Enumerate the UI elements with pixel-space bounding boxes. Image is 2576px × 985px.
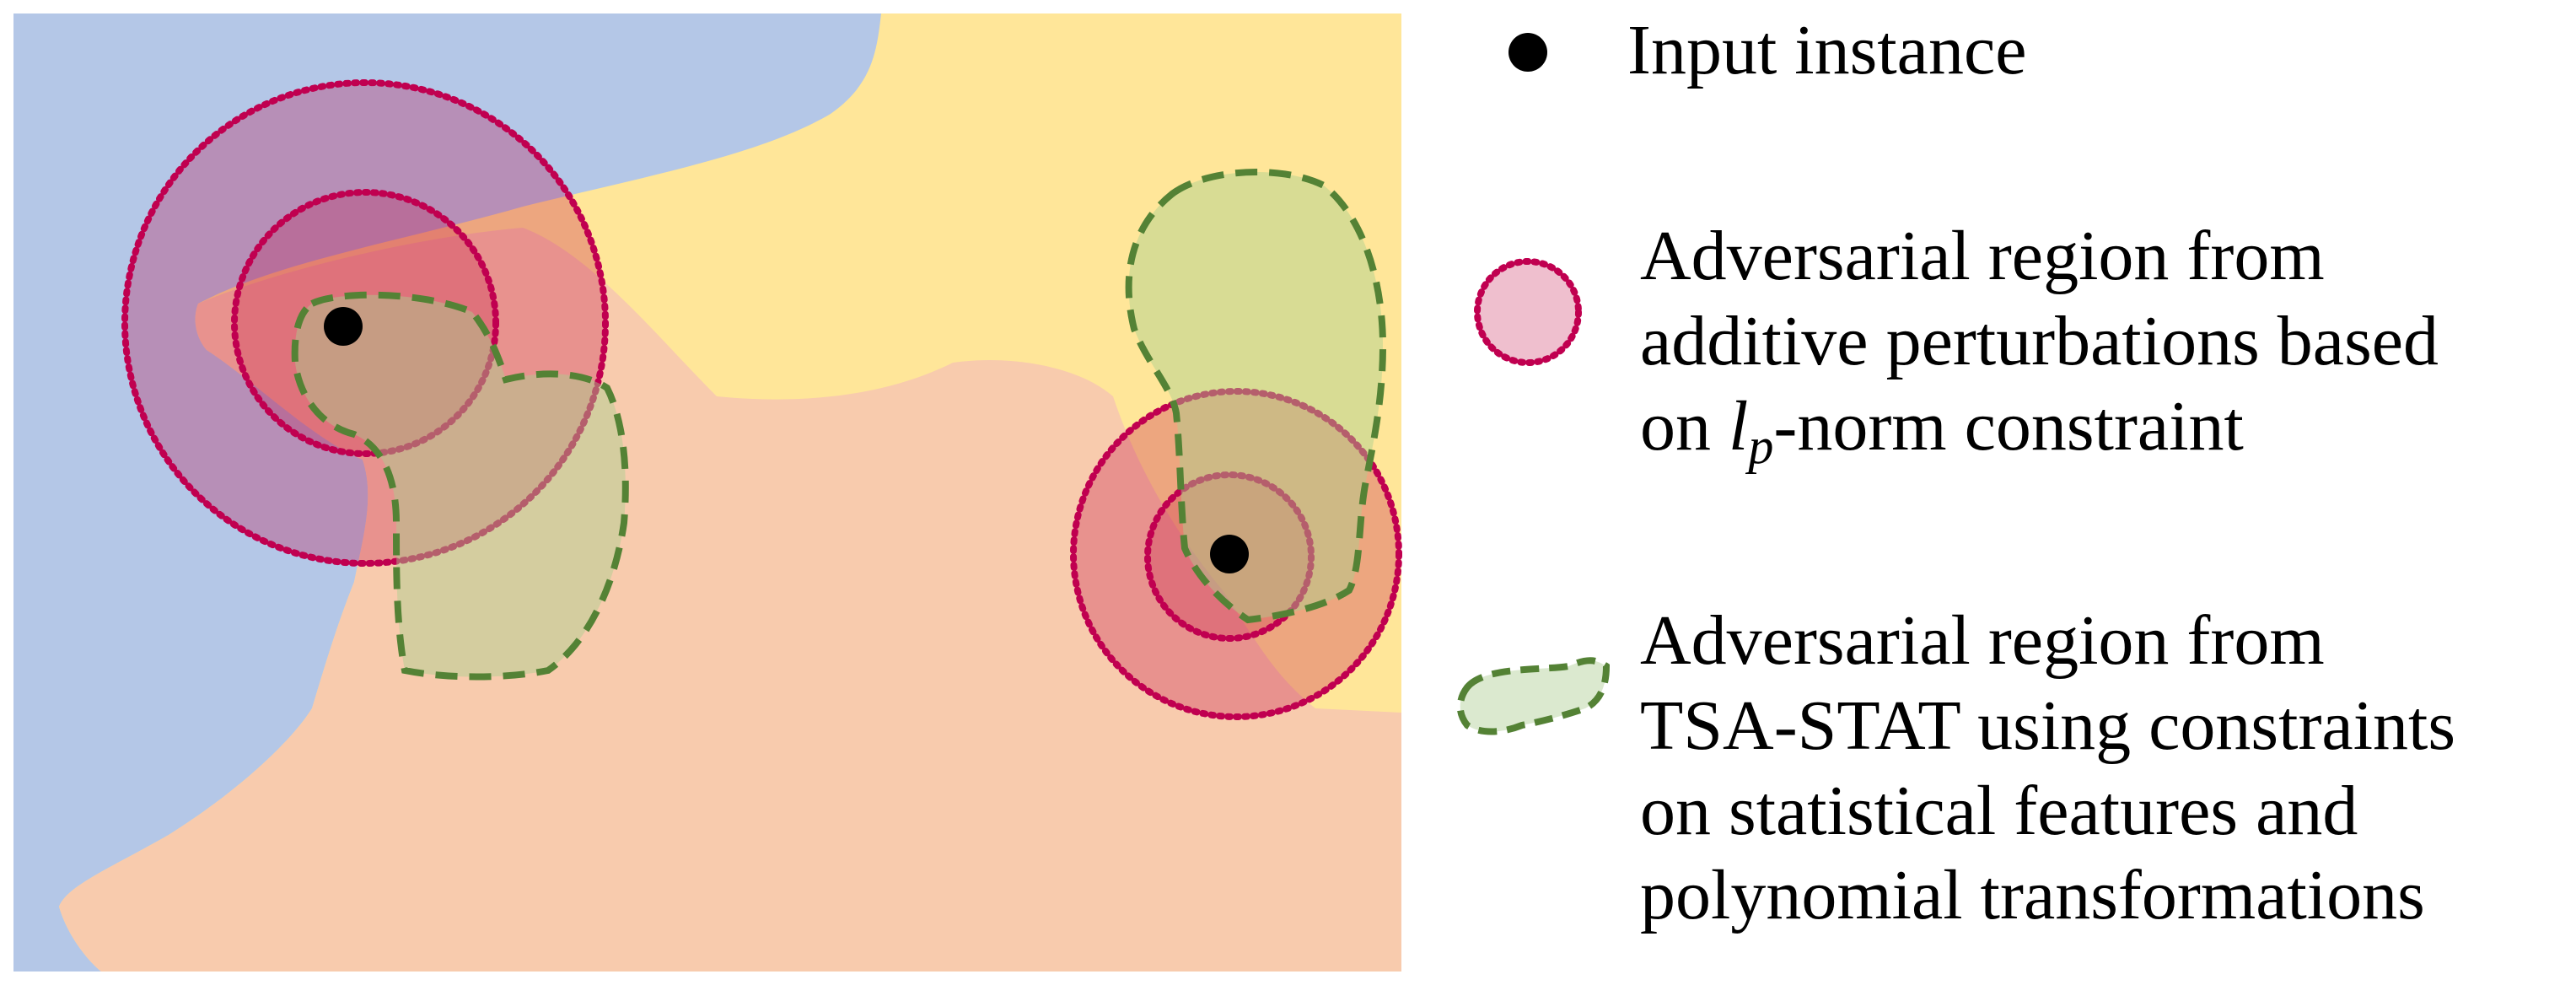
legend-additive-line-2: additive perturbations based [1640,301,2439,380]
decision-regions [13,13,1401,972]
input-instance-left [324,307,363,346]
legend-tsa-line-4: polynomial transformations [1640,856,2425,935]
legend-additive-region-marker [1474,258,1582,366]
legend-additive-line-1: Adversarial region from [1640,217,2325,295]
tsa-region-right [1125,169,1387,624]
lp-norm-symbol: l [1729,386,1749,466]
lp-norm-subscript: p [1748,417,1774,474]
legend-additive-line-3-prefix: on [1640,386,1729,466]
right-instance-group [1070,169,1402,720]
region-blue [13,13,881,972]
region-orange [59,228,1401,972]
legend-additive-line-3: on lp-norm constraint [1640,385,2439,471]
legend-input-instance-label: Input instance [1627,11,2027,89]
left-instance-group [121,79,629,681]
legend-tsa-line-3: on statistical features and [1640,771,2358,850]
legend-tsa-line-2: TSA-STAT using constraints [1640,686,2456,765]
legend-tsa-region-label: Adversarial region from TSA-STAT using c… [1640,599,2455,939]
tsa-region-left [291,291,629,681]
legend-tsa-line-1: Adversarial region from [1640,601,2325,680]
additive-region-outer-left [121,79,609,567]
legend-additive-region-label: Adversarial region from additive perturb… [1640,214,2439,471]
legend-input-instance-marker [1508,33,1547,72]
legend-additive-line-3-suffix: -norm constraint [1773,386,2244,466]
legend-tsa-region-marker [1456,657,1611,735]
input-instance-right [1210,535,1249,573]
legend-markers [1456,33,1611,735]
